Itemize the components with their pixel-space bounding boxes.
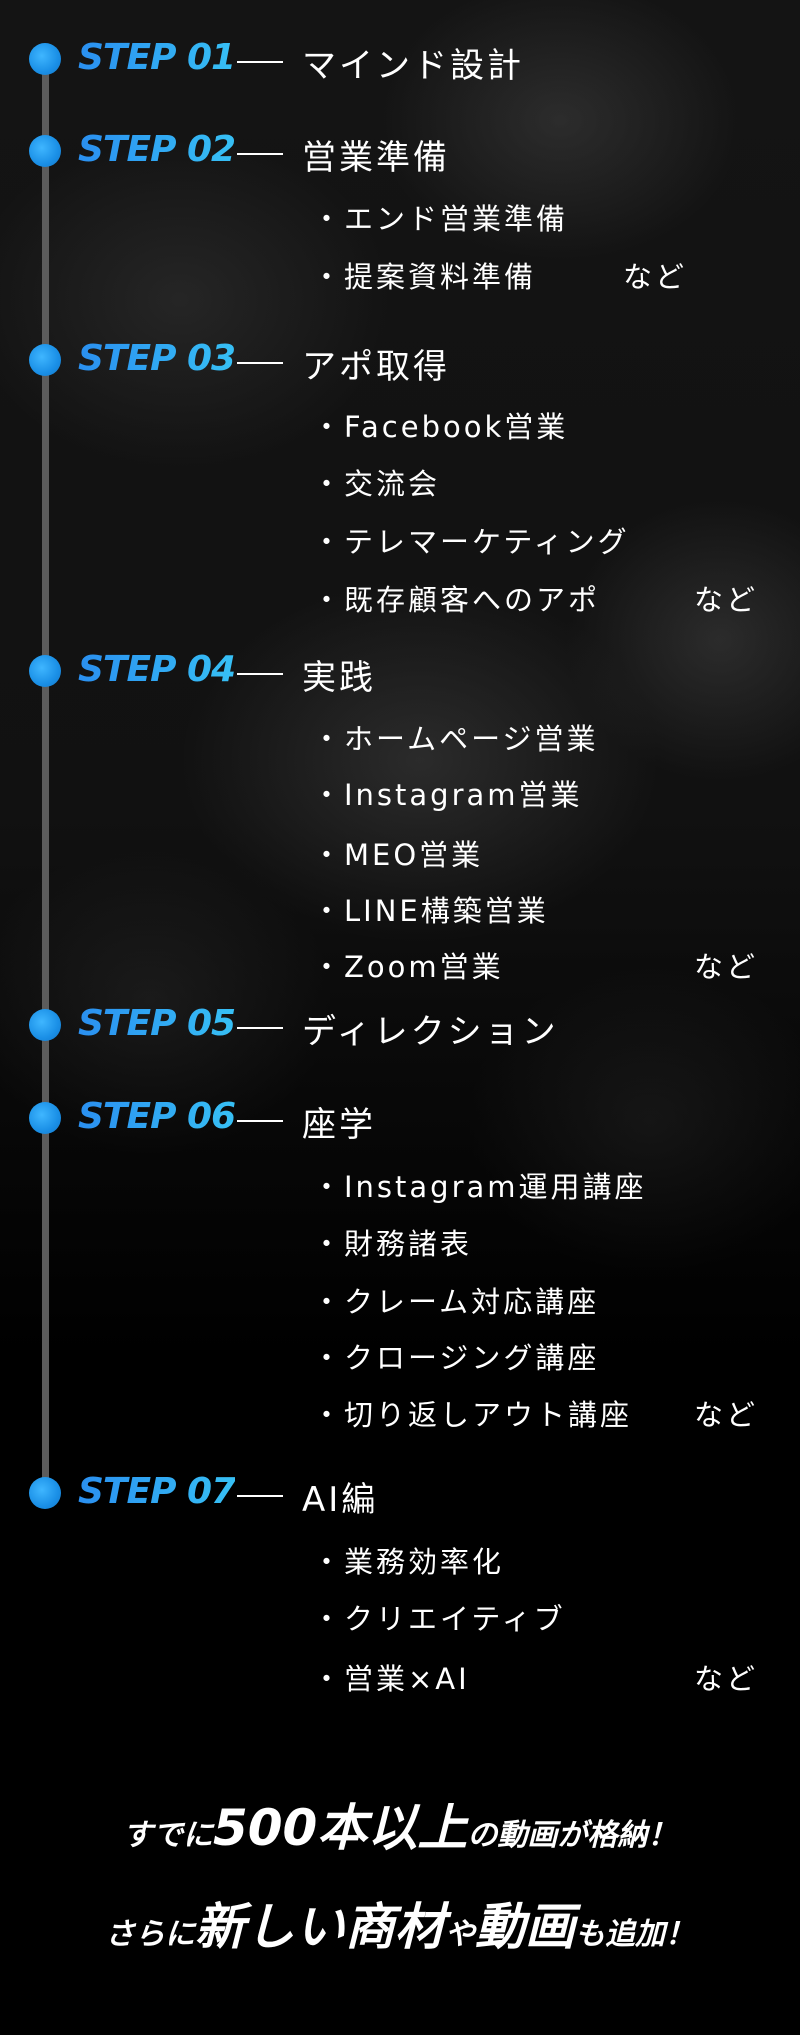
step-02-label: STEP 02: [78, 129, 236, 170]
step-05-title: ディレクション: [302, 1012, 559, 1052]
step-04-item-3: ・MEO営業: [312, 838, 484, 872]
step-07-dash: [237, 1495, 283, 1497]
closing-line-1-a: すでに: [122, 1818, 213, 1853]
closing-line-2-c: や: [445, 1917, 475, 1952]
step-04-item-4: ・LINE構築営業: [312, 894, 549, 928]
step-06-dot: [29, 1102, 61, 1134]
step-07-title: AI編: [302, 1480, 379, 1520]
step-02-dot: [29, 135, 61, 167]
step-06-item-1: ・Instagram運用講座: [312, 1170, 647, 1204]
closing-line-2-d: 動画: [475, 1898, 575, 1956]
step-06-etc: など: [694, 1398, 759, 1432]
step-07-item-3: ・営業×AI: [312, 1662, 470, 1696]
closing-line-1-b: 500本以上: [212, 1799, 468, 1857]
step-06: STEP 06 座学: [0, 1093, 800, 1145]
step-01-dash: [237, 61, 283, 63]
step-03-etc: など: [694, 583, 759, 617]
background-photo: [0, 0, 800, 1360]
step-01: STEP 01 マインド設計: [0, 34, 800, 86]
step-04-item-2: ・Instagram営業: [312, 778, 583, 812]
step-06-item-3: ・クレーム対応講座: [312, 1285, 600, 1319]
step-04-item-1: ・ホームページ営業: [312, 722, 599, 756]
step-06-dash: [237, 1120, 283, 1122]
step-02-title: 営業準備: [302, 138, 450, 178]
step-03-dash: [237, 362, 283, 364]
step-02-dash: [237, 153, 283, 155]
step-04-dash: [237, 673, 283, 675]
step-04-title: 実践: [302, 658, 376, 698]
step-01-dot: [29, 43, 61, 75]
step-05-dash: [237, 1027, 283, 1029]
step-06-item-5: ・切り返しアウト講座: [312, 1398, 633, 1432]
step-04-item-5: ・Zoom営業: [312, 950, 504, 984]
step-04-etc: など: [694, 950, 759, 984]
step-07-item-2: ・クリエイティブ: [312, 1602, 566, 1636]
step-07-dot: [29, 1477, 61, 1509]
step-06-item-4: ・クロージング講座: [312, 1341, 600, 1375]
closing-line-1-c: の動画が格納！: [467, 1818, 678, 1853]
step-02-etc: など: [623, 260, 688, 294]
step-05-dot: [29, 1009, 61, 1041]
step-06-title: 座学: [302, 1105, 376, 1145]
step-03-item-3: ・テレマーケティング: [312, 525, 630, 559]
step-06-label: STEP 06: [78, 1096, 236, 1137]
step-05-label: STEP 05: [78, 1003, 236, 1044]
step-01-title: マインド設計: [302, 46, 524, 86]
step-04-label: STEP 04: [78, 649, 236, 690]
step-06-item-2: ・財務諸表: [312, 1227, 473, 1261]
step-03: STEP 03 アポ取得: [0, 335, 800, 387]
step-03-dot: [29, 344, 61, 376]
step-03-item-4: ・既存顧客へのアポ: [312, 583, 601, 617]
step-03-label: STEP 03: [78, 338, 236, 379]
step-03-item-2: ・交流会: [312, 467, 441, 501]
step-03-item-1: ・Facebook営業: [312, 410, 569, 444]
timeline-line: [42, 58, 49, 1494]
closing-line-2-e: も追加！: [575, 1917, 695, 1952]
closing-line-2-b: 新しい商材: [195, 1898, 445, 1956]
step-04: STEP 04 実践: [0, 646, 800, 698]
closing-line-1: すでに500本以上の動画が格納！: [0, 1788, 800, 1860]
step-03-title: アポ取得: [302, 347, 450, 387]
step-02-item-1: ・エンド営業準備: [312, 202, 569, 236]
closing-line-2: さらに新しい商材や動画も追加！: [0, 1887, 800, 1959]
step-01-label: STEP 01: [78, 37, 236, 78]
step-02: STEP 02 営業準備: [0, 126, 800, 178]
step-07-etc: など: [694, 1662, 759, 1696]
step-02-item-2: ・提案資料準備: [312, 260, 537, 294]
closing-line-2-a: さらに: [105, 1917, 195, 1952]
step-07: STEP 07 AI編: [0, 1468, 800, 1520]
step-04-dot: [29, 655, 61, 687]
step-05: STEP 05 ディレクション: [0, 1000, 800, 1052]
step-07-item-1: ・業務効率化: [312, 1545, 505, 1579]
step-07-label: STEP 07: [78, 1471, 236, 1512]
